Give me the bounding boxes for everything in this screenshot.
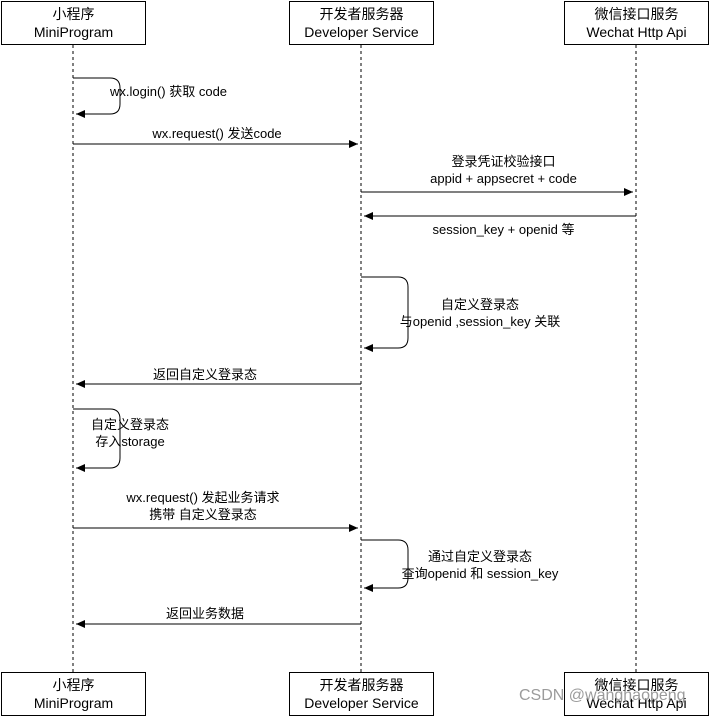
message-arrow-store-storage — [73, 408, 121, 472]
message-label: wx.request() 发送code — [152, 126, 282, 141]
participant-name-en: Wechat Http Api — [586, 695, 687, 711]
participant-name-cn: 微信接口服务 — [594, 677, 679, 693]
message-label: 通过自定义登录态 查询openid 和 session_key — [401, 549, 559, 581]
participant-name-cn: 小程序 — [52, 6, 95, 22]
participant-name-cn: 小程序 — [52, 677, 95, 693]
message-label: wx.request() 发起业务请求 携带 自定义登录态 — [126, 490, 280, 522]
participant-name-en: MiniProgram — [33, 24, 114, 40]
participant-name-en: MiniProgram — [33, 695, 114, 711]
message-label: 返回自定义登录态 — [152, 367, 257, 382]
watermark: CSDN @wanghaopeng — [519, 687, 686, 704]
participant-name-cn: 开发者服务器 — [319, 6, 404, 22]
message-arrow-wx-login — [73, 77, 121, 118]
participant-name-en: Developer Service — [304, 24, 419, 40]
message-label: 自定义登录态 与openid ,session_key 关联 — [399, 297, 561, 329]
participant-miniprogram-top: 小程序 MiniProgram — [1, 1, 146, 45]
participant-name-en: Wechat Http Api — [586, 24, 687, 40]
message-label: session_key + openid 等 — [432, 222, 575, 237]
participant-name-cn: 开发者服务器 — [319, 677, 404, 693]
participant-developer-service-top: 开发者服务器 Developer Service — [289, 1, 434, 45]
participant-miniprogram-bottom: 小程序 MiniProgram — [1, 672, 146, 716]
message-label: 返回业务数据 — [165, 606, 244, 621]
participant-wechat-api-top: 微信接口服务 Wechat Http Api — [564, 1, 709, 45]
message-label: 自定义登录态 存入storage — [90, 417, 169, 449]
message-arrow-bind-session — [361, 276, 409, 352]
participant-name-en: Developer Service — [304, 695, 419, 711]
participant-developer-service-bottom: 开发者服务器 Developer Service — [289, 672, 434, 716]
message-label: wx.login() 获取 code — [110, 84, 228, 99]
message-arrow-query-session — [361, 539, 409, 592]
participant-wechat-api-bottom: 微信接口服务 Wechat Http Api — [564, 672, 709, 716]
message-label: 登录凭证校验接口 appid + appsecret + code — [430, 154, 577, 186]
participant-name-cn: 微信接口服务 — [594, 6, 679, 22]
